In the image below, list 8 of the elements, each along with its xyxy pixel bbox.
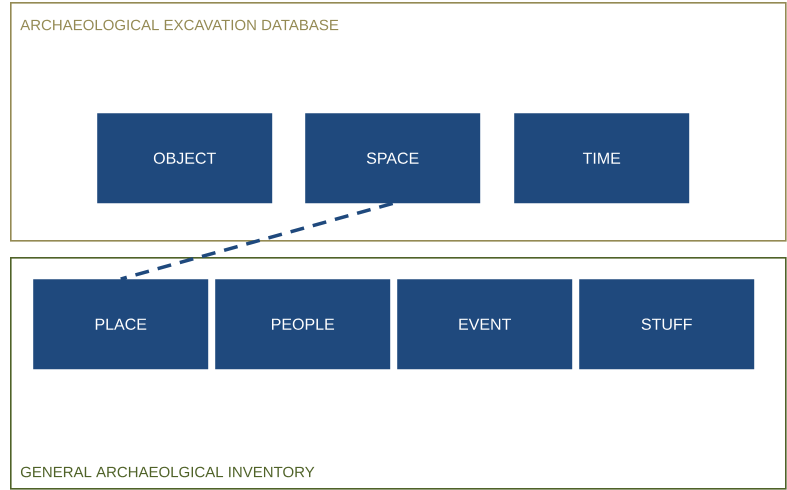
entity-box: TIME: [514, 113, 690, 204]
entity-box: STUFF: [579, 279, 754, 370]
entity-box: PLACE: [33, 279, 208, 370]
entity-box: SPACE: [305, 113, 480, 204]
entity-box: OBJECT: [97, 113, 272, 204]
dashed-connector: [120, 202, 394, 281]
entity-box: PEOPLE: [215, 279, 390, 370]
entity-box: EVENT: [397, 279, 572, 370]
